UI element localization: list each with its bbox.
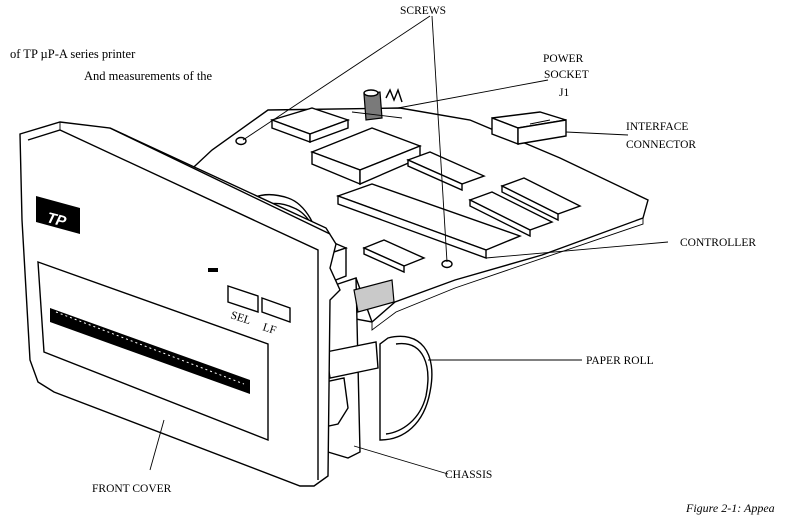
lf-button[interactable]	[261, 297, 291, 323]
indicator-led	[208, 268, 218, 272]
intro-text-line2: And measurements of the	[84, 69, 213, 83]
intro-text-line1: of TP µP-A series printer	[10, 47, 136, 61]
tp-logo	[36, 196, 80, 234]
tp-logo-text: TP	[45, 209, 69, 230]
paper-roll	[379, 335, 433, 441]
front-cover: TP SEL LF	[19, 121, 341, 487]
label-paper-roll: PAPER ROLL	[586, 355, 654, 367]
sel-button[interactable]	[227, 285, 259, 313]
leader-lines	[149, 15, 669, 475]
label-power-socket-2: SOCKET	[544, 69, 589, 81]
label-front-cover: FRONT COVER	[92, 483, 172, 495]
label-interface-2: CONNECTOR	[626, 139, 696, 151]
interface-connector	[491, 111, 567, 146]
figure-caption: Figure 2-1: Appea	[685, 501, 775, 515]
label-interface-1: INTERFACE	[626, 121, 688, 133]
board-components	[235, 107, 582, 274]
lf-label: LF	[261, 321, 277, 337]
paper-slot	[50, 308, 250, 394]
power-socket	[351, 87, 403, 121]
label-power-socket-3: J1	[559, 87, 569, 99]
label-power-socket-1: POWER	[543, 53, 584, 65]
label-controller: CONTROLLER	[680, 237, 756, 249]
label-screws: SCREWS	[400, 5, 446, 17]
label-chassis: CHASSIS	[445, 469, 492, 481]
